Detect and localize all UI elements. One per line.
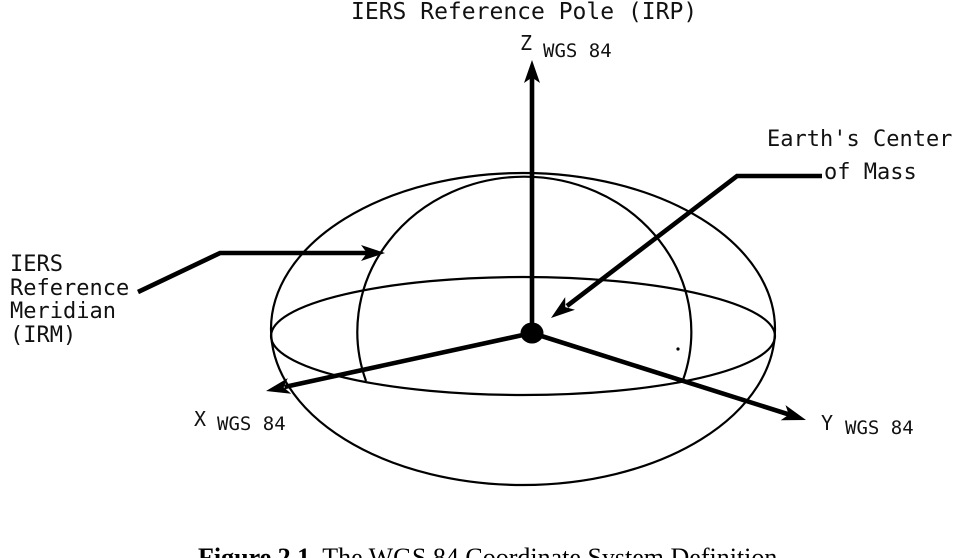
- meridian-label-line2: Reference: [10, 275, 130, 301]
- equator-ellipse: [269, 275, 777, 397]
- x-axis-subscript: WGS 84: [217, 413, 286, 435]
- irp-pole-label: IERS Reference Pole (IRP): [351, 0, 698, 25]
- meridian-label-block: IERS Reference Meridian (IRM): [10, 253, 129, 347]
- prime-meridian-arc: [356, 175, 693, 382]
- meridian-label-line4: (IRM): [10, 322, 77, 348]
- center-of-mass-label-line1: Earth's Center: [767, 127, 953, 152]
- z-axis-letter: Z: [520, 31, 533, 55]
- figure-caption-number: Figure 2.1: [198, 542, 311, 558]
- z-axis-arrowhead-icon: [524, 60, 540, 83]
- z-axis-subscript: WGS 84: [543, 40, 612, 62]
- center-of-mass-leader-line: [565, 173, 822, 308]
- x-axis-line: [284, 330, 533, 390]
- y-axis-arrowhead-icon: [780, 405, 806, 421]
- y-axis-letter: Y: [821, 411, 834, 435]
- x-axis-arrowhead-icon: [266, 378, 292, 394]
- y-axis-subscript: WGS 84: [845, 417, 914, 439]
- meridian-leader-line: [137, 250, 368, 295]
- x-axis-letter: X: [194, 407, 207, 431]
- meridian-label-line1: IERS: [10, 252, 63, 277]
- stray-ink-dot: [676, 347, 680, 351]
- meridian-arrowhead-icon: [361, 245, 385, 261]
- figure-caption: Figure 2.1 The WGS 84 Coordinate System D…: [172, 513, 777, 558]
- meridian-label-line3: Meridian: [10, 299, 116, 324]
- ellipsoid-outline: [269, 171, 777, 487]
- y-axis-line: [531, 330, 790, 417]
- figure-caption-title: The WGS 84 Coordinate System Definition: [322, 542, 778, 558]
- center-of-mass-label-line2: of Mass: [824, 160, 917, 185]
- earth-center-dot: [520, 322, 544, 344]
- center-of-mass-arrowhead-icon: [551, 297, 575, 318]
